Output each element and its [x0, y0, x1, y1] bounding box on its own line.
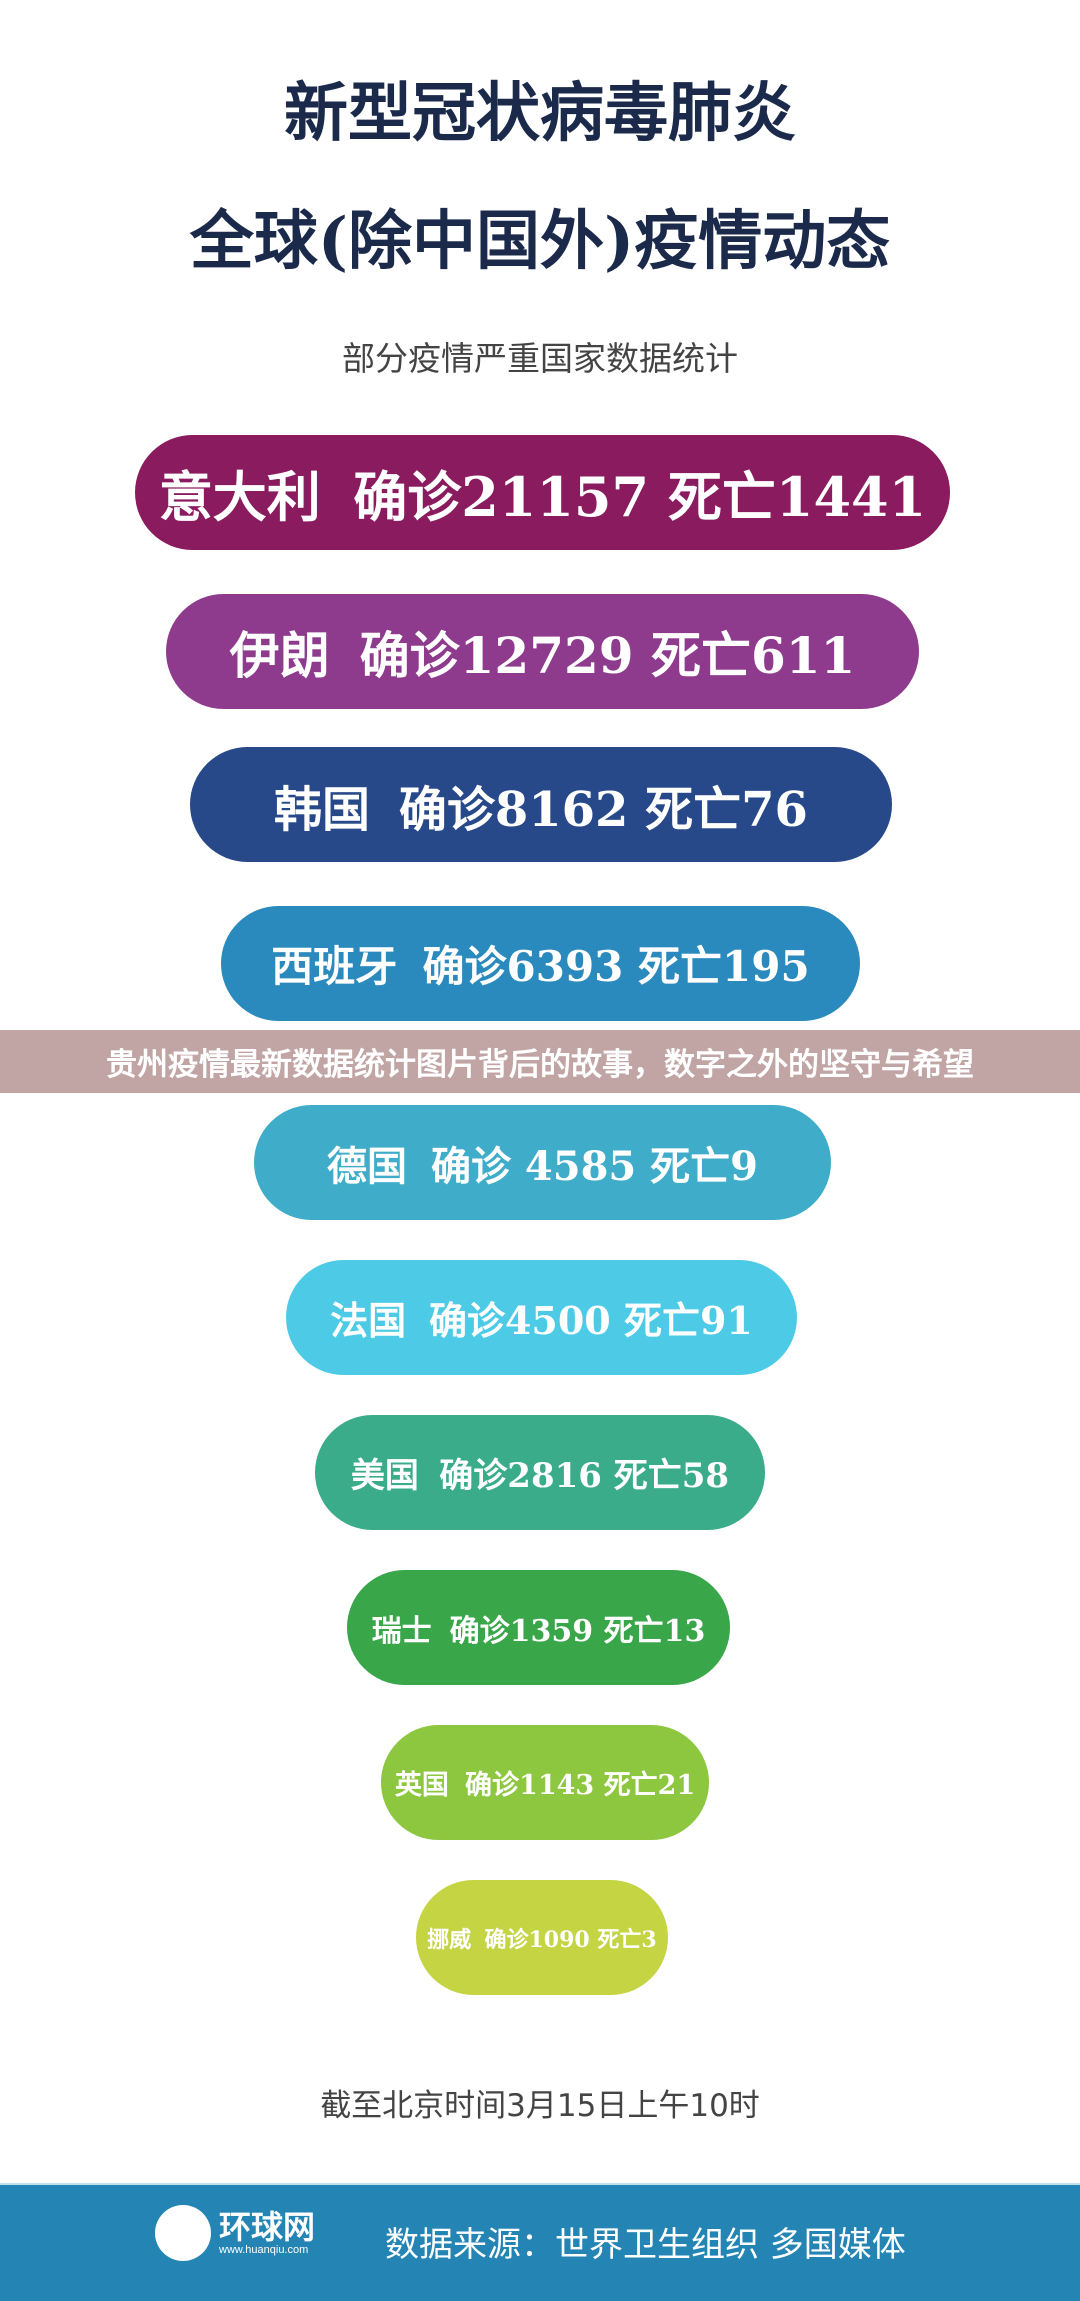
- country-stats: 确诊8162 死亡76: [398, 781, 808, 838]
- footer: 环球网 www.huanqiu.com 数据来源：世界卫生组织 多国媒体: [0, 2183, 1080, 2301]
- country-name: 瑞士: [371, 1613, 432, 1649]
- title-line-2: 全球(除中国外)疫情动态: [189, 204, 891, 279]
- country-pill: 意大利确诊21157 死亡1441: [135, 435, 950, 550]
- country-name: 意大利: [158, 465, 321, 529]
- country-pill: 法国确诊4500 死亡91: [286, 1260, 797, 1375]
- country-pill: 伊朗确诊12729 死亡611: [166, 594, 919, 709]
- country-name: 伊朗: [229, 625, 330, 685]
- country-pill: 西班牙确诊6393 死亡195: [221, 906, 860, 1021]
- country-name: 法国: [330, 1298, 407, 1343]
- country-name: 德国: [326, 1142, 407, 1190]
- title-line-1: 新型冠状病毒肺炎: [284, 76, 796, 151]
- subtitle: 部分疫情严重国家数据统计: [342, 339, 738, 378]
- country-name: 挪威: [427, 1926, 472, 1953]
- country-stats: 确诊 4585 死亡9: [430, 1142, 758, 1190]
- country-stats: 确诊6393 死亡195: [422, 942, 810, 991]
- country-name: 美国: [350, 1456, 419, 1496]
- country-stats: 确诊1090 死亡3: [484, 1926, 657, 1953]
- date-note: 截至北京时间3月15日上午10时: [320, 2088, 760, 2124]
- country-stats: 确诊1359 死亡13: [449, 1613, 706, 1649]
- country-pill: 德国确诊 4585 死亡9: [254, 1105, 831, 1220]
- logo-name: 环球网: [219, 2208, 316, 2246]
- data-source: 数据来源：世界卫生组织 多国媒体: [385, 2225, 906, 2265]
- country-stats: 确诊21157 死亡1441: [353, 465, 927, 529]
- huanqiu-logo: 环球网 www.huanqiu.com: [155, 2205, 315, 2261]
- country-name: 韩国: [274, 781, 371, 838]
- country-pill: 英国确诊1143 死亡21: [381, 1725, 709, 1840]
- country-stats: 确诊2816 死亡58: [439, 1456, 730, 1496]
- logo-emblem-icon: [155, 2205, 211, 2261]
- country-pill: 美国确诊2816 死亡58: [315, 1415, 765, 1530]
- overlay-banner: 贵州疫情最新数据统计图片背后的故事，数字之外的坚守与希望: [0, 1030, 1080, 1093]
- country-pill: 瑞士确诊1359 死亡13: [347, 1570, 730, 1685]
- country-stats: 确诊12729 死亡611: [359, 625, 856, 685]
- country-stats: 确诊1143 死亡21: [465, 1770, 696, 1801]
- country-pill: 挪威确诊1090 死亡3: [416, 1880, 668, 1995]
- country-stats: 确诊4500 死亡91: [428, 1298, 753, 1343]
- logo-url: www.huanqiu.com: [219, 2244, 309, 2256]
- country-name: 西班牙: [271, 942, 398, 991]
- country-pill: 韩国确诊8162 死亡76: [190, 747, 892, 862]
- country-name: 英国: [394, 1770, 449, 1801]
